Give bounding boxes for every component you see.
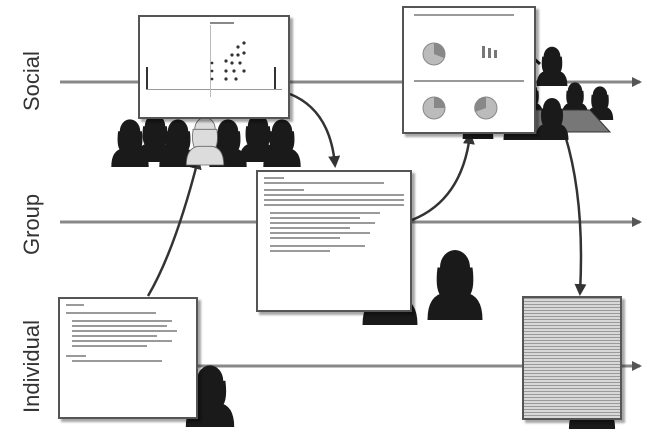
group-worksheet — [256, 170, 412, 312]
flow-arrow-group-to-social — [411, 132, 475, 222]
chart-document — [138, 15, 290, 119]
flow-arrow-individual-to-social — [146, 157, 202, 297]
text-report-document — [522, 296, 622, 420]
flow-arrow-social-to-group — [289, 92, 341, 168]
slide-document — [402, 6, 536, 134]
individual-worksheet — [58, 297, 198, 419]
flow-arrow-social-to-individual — [563, 134, 587, 296]
